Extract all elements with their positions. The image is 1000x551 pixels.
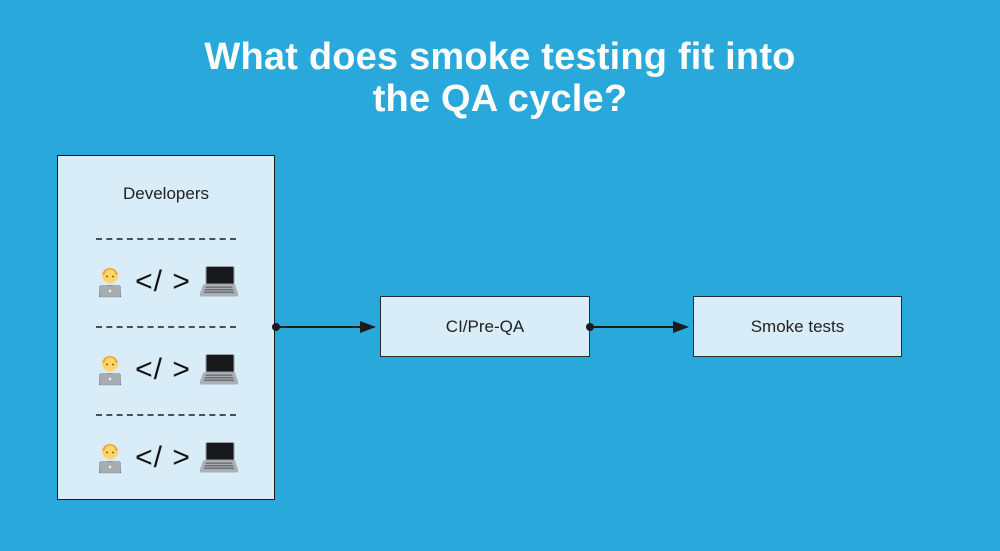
node-smoke-tests-label: Smoke tests <box>750 316 845 336</box>
dashed-divider <box>96 414 236 416</box>
dashed-divider <box>96 326 236 328</box>
page-title-line2: the QA cycle? <box>372 78 628 120</box>
arrow-ci-to-smoke <box>586 321 689 333</box>
node-smoke-tests: Smoke tests <box>693 296 902 357</box>
developers-panel: Developers </ > <box>57 155 275 500</box>
technologist-icon <box>92 264 128 300</box>
laptop-icon <box>198 265 240 299</box>
developer-row: </ > <box>92 260 240 304</box>
laptop-icon <box>198 441 240 475</box>
node-ci-pre-qa-label: CI/Pre-QA <box>445 316 525 336</box>
technologist-icon <box>92 440 128 476</box>
arrow-developers-to-ci <box>272 321 376 333</box>
dashed-divider <box>96 238 236 240</box>
page-title-line1: What does smoke testing fit into <box>204 36 796 78</box>
laptop-icon <box>198 353 240 387</box>
developer-row: </ > <box>92 436 240 480</box>
node-ci-pre-qa: CI/Pre-QA <box>380 296 590 357</box>
code-brackets-text: </ > <box>135 441 191 474</box>
code-brackets-text: </ > <box>135 265 191 298</box>
developers-panel-label: Developers <box>123 184 209 203</box>
page-title: What does smoke testing fit into the QA … <box>0 36 1000 120</box>
code-brackets-text: </ > <box>135 353 191 386</box>
developer-row: </ > <box>92 348 240 392</box>
technologist-icon <box>92 352 128 388</box>
